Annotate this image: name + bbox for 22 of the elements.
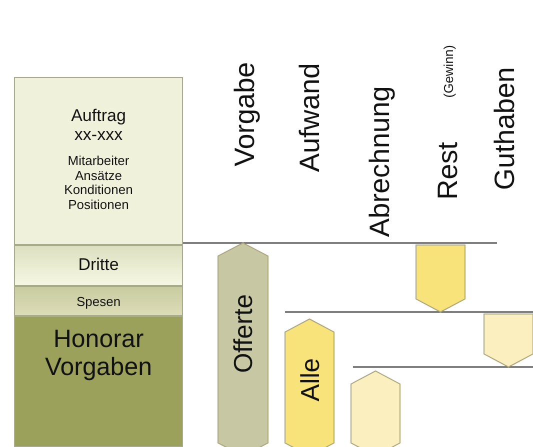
box-title: Auftrag xx-xxx xyxy=(70,106,127,144)
column-header: (Gewinn) xyxy=(442,45,454,98)
column-header: Rest xyxy=(434,142,462,200)
pentagon-shape xyxy=(483,313,533,368)
pentagon-shape xyxy=(415,244,466,313)
shape-label: Alle xyxy=(296,358,322,402)
hexagon-shape xyxy=(217,242,269,447)
column-header: Abrechnung xyxy=(366,86,394,237)
box-title: Spesen xyxy=(76,295,121,310)
box-text: Mitarbeiter Ansätze Konditionen Positionen xyxy=(63,154,134,212)
hexagon-shape xyxy=(284,318,335,447)
column-header: Aufwand xyxy=(296,63,324,172)
box-title: Dritte xyxy=(78,255,119,274)
category-box xyxy=(14,286,183,316)
order-box xyxy=(14,77,183,245)
shape-label: Offerte xyxy=(230,294,256,374)
hexagon-shape xyxy=(350,370,401,447)
category-box xyxy=(14,316,183,447)
column-header: Vorgabe xyxy=(231,62,259,166)
column-header: Guthaben xyxy=(491,67,519,190)
category-box xyxy=(14,245,183,286)
box-title: Honorar Vorgaben xyxy=(44,325,154,381)
